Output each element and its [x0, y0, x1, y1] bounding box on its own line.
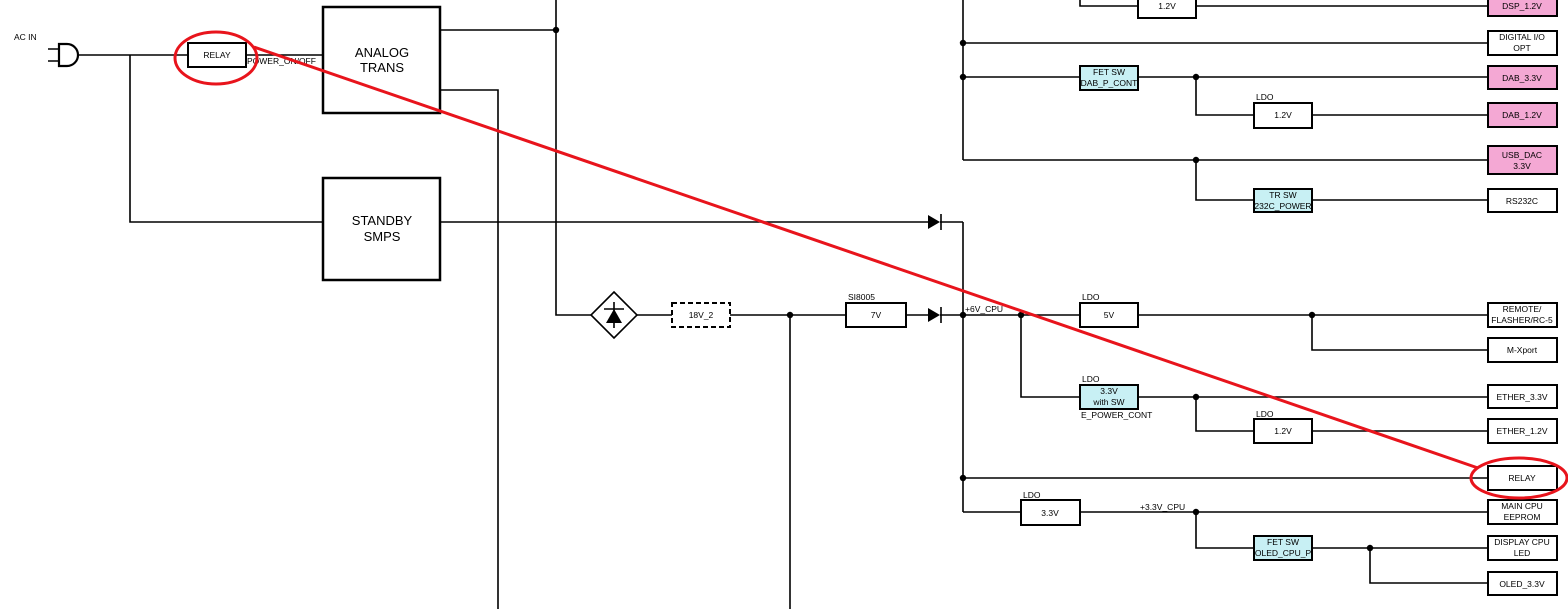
standby-smps-block: STANDBY SMPS — [321, 176, 442, 282]
output-relay-label: RELAY — [1508, 473, 1536, 483]
wires — [78, 0, 1488, 609]
standby-smps-line1: STANDBY — [352, 213, 413, 228]
fet-sw-oled-line1: FET SW — [1267, 537, 1299, 547]
output-rs232c-label: RS232C — [1506, 196, 1538, 206]
output-main-cpu-line1: MAIN CPU — [1501, 501, 1543, 511]
regulator-7v-box: 7V — [845, 302, 907, 328]
ldo-ether-1-2v-label: 1.2V — [1274, 426, 1292, 436]
diode-standby-icon — [928, 214, 942, 230]
junction-dots — [552, 26, 1374, 552]
ldo-dab-title: LDO — [1256, 92, 1274, 102]
plus33v-cpu-label: +3.3V_CPU — [1140, 502, 1185, 512]
output-m-xport-label: M-Xport — [1507, 345, 1538, 355]
output-oled-3-3v-label: OLED_3.3V — [1499, 579, 1545, 589]
tr-sw-line1: TR SW — [1269, 190, 1296, 200]
relay-label: RELAY — [203, 50, 231, 60]
ac-in-label: AC IN — [14, 32, 37, 42]
fuse-18v-box: 18V_2 — [671, 302, 731, 328]
output-remote-flasher: REMOTE/ FLASHER/RC-5 — [1487, 302, 1558, 328]
output-dab-1-2v-label: DAB_1.2V — [1502, 110, 1542, 120]
diode-7v-icon — [928, 307, 942, 323]
tr-sw-line2: 232C_POWER — [1254, 201, 1311, 211]
fet-sw-oled-line2: OLED_CPU_P — [1255, 548, 1312, 558]
ldo-3-3-sw-title: LDO — [1082, 374, 1100, 384]
ldo-1-2v-top-box: 1.2V — [1137, 0, 1197, 19]
fuse-18v-label: 18V_2 — [689, 310, 714, 320]
output-main-cpu-line2: EEPROM — [1504, 512, 1541, 522]
analog-trans-line1: ANALOG — [355, 45, 409, 60]
ldo-ether-1-2v-box: 1.2V — [1253, 418, 1313, 444]
standby-smps-line2: SMPS — [364, 229, 401, 244]
output-ether-1-2v-label: ETHER_1.2V — [1496, 426, 1547, 436]
output-display-cpu-line2: LED — [1514, 548, 1531, 558]
red-highlight-annotation — [173, 30, 1568, 500]
output-digital-io-opt: DIGITAL I/O OPT — [1487, 30, 1558, 56]
ldo-3-3v-box: 3.3V — [1020, 499, 1081, 526]
ldo-dab-1-2v-box: 1.2V — [1253, 102, 1313, 129]
output-display-cpu-led: DISPLAY CPU LED — [1487, 535, 1558, 561]
fet-sw-dab-box: FET SW DAB_P_CONT — [1079, 65, 1139, 91]
fet-sw-oled-box: FET SW OLED_CPU_P — [1253, 535, 1313, 561]
tr-sw-box: TR SW 232C_POWER — [1253, 188, 1313, 213]
highlight-circle-right-relay — [1469, 456, 1568, 500]
fet-sw-dab-line2: DAB_P_CONT — [1081, 78, 1138, 88]
si8005-label: SI8005 — [848, 292, 875, 302]
bridge-rectifier-icon — [589, 290, 639, 340]
output-dab-1-2v: DAB_1.2V — [1487, 102, 1558, 128]
ac-plug-icon — [48, 42, 80, 68]
regulator-7v-label: 7V — [871, 310, 882, 320]
output-dsp-1-2v-label: DSP_1.2V — [1502, 1, 1542, 11]
plus6v-cpu-label: +6V_CPU — [965, 304, 1003, 314]
output-ether-1-2v: ETHER_1.2V — [1487, 418, 1558, 444]
analog-trans-line2: TRANS — [360, 60, 404, 75]
output-usb-dac-line1: USB_DAC — [1502, 150, 1542, 160]
output-dab-3-3v: DAB_3.3V — [1487, 65, 1558, 90]
ldo-3-3v-with-sw-box: 3.3V with SW — [1079, 384, 1139, 410]
output-usb-dac-3-3v: USB_DAC 3.3V — [1487, 145, 1558, 175]
ldo-5v-title: LDO — [1082, 292, 1100, 302]
relay-switch-box: RELAY — [187, 42, 247, 68]
output-remote-line2: FLASHER/RC-5 — [1491, 315, 1553, 325]
output-digital-io-line1: DIGITAL I/O — [1499, 32, 1545, 42]
ldo-dab-1-2v-label: 1.2V — [1274, 110, 1292, 120]
ldo-5v-box: 5V — [1079, 302, 1139, 328]
output-rs232c: RS232C — [1487, 188, 1558, 213]
output-ether-3-3v: ETHER_3.3V — [1487, 384, 1558, 409]
power-on-off-label: POWER_ON/OFF — [247, 56, 316, 66]
output-relay: RELAY — [1487, 465, 1558, 491]
output-digital-io-line2: OPT — [1513, 43, 1530, 53]
output-dab-3-3v-label: DAB_3.3V — [1502, 73, 1542, 83]
ldo-3-3v-label: 3.3V — [1041, 508, 1059, 518]
ldo-1-2v-top-label: 1.2V — [1158, 1, 1176, 11]
e-power-cont-label: E_POWER_CONT — [1081, 410, 1152, 420]
output-ether-3-3v-label: ETHER_3.3V — [1496, 392, 1547, 402]
highlight-connector-line — [253, 45, 1479, 470]
output-remote-line1: REMOTE/ — [1503, 304, 1542, 314]
ldo-ether-title: LDO — [1256, 409, 1274, 419]
ldo-3-3v-title: LDO — [1023, 490, 1041, 500]
output-main-cpu-eeprom: MAIN CPU EEPROM — [1487, 499, 1558, 525]
ldo-3-3-sw-line2: with SW — [1092, 397, 1124, 407]
output-dsp-1-2v: DSP_1.2V — [1487, 0, 1558, 17]
fet-sw-dab-line1: FET SW — [1093, 67, 1125, 77]
analog-trans-block: ANALOG TRANS — [321, 5, 442, 115]
output-display-cpu-line1: DISPLAY CPU — [1494, 537, 1549, 547]
output-usb-dac-line2: 3.3V — [1513, 161, 1531, 171]
output-oled-3-3v: OLED_3.3V — [1487, 571, 1558, 596]
highlight-circle-left-relay — [173, 30, 259, 86]
ldo-3-3-sw-line1: 3.3V — [1100, 386, 1118, 396]
ldo-5v-label: 5V — [1104, 310, 1115, 320]
output-m-xport: M-Xport — [1487, 337, 1558, 363]
